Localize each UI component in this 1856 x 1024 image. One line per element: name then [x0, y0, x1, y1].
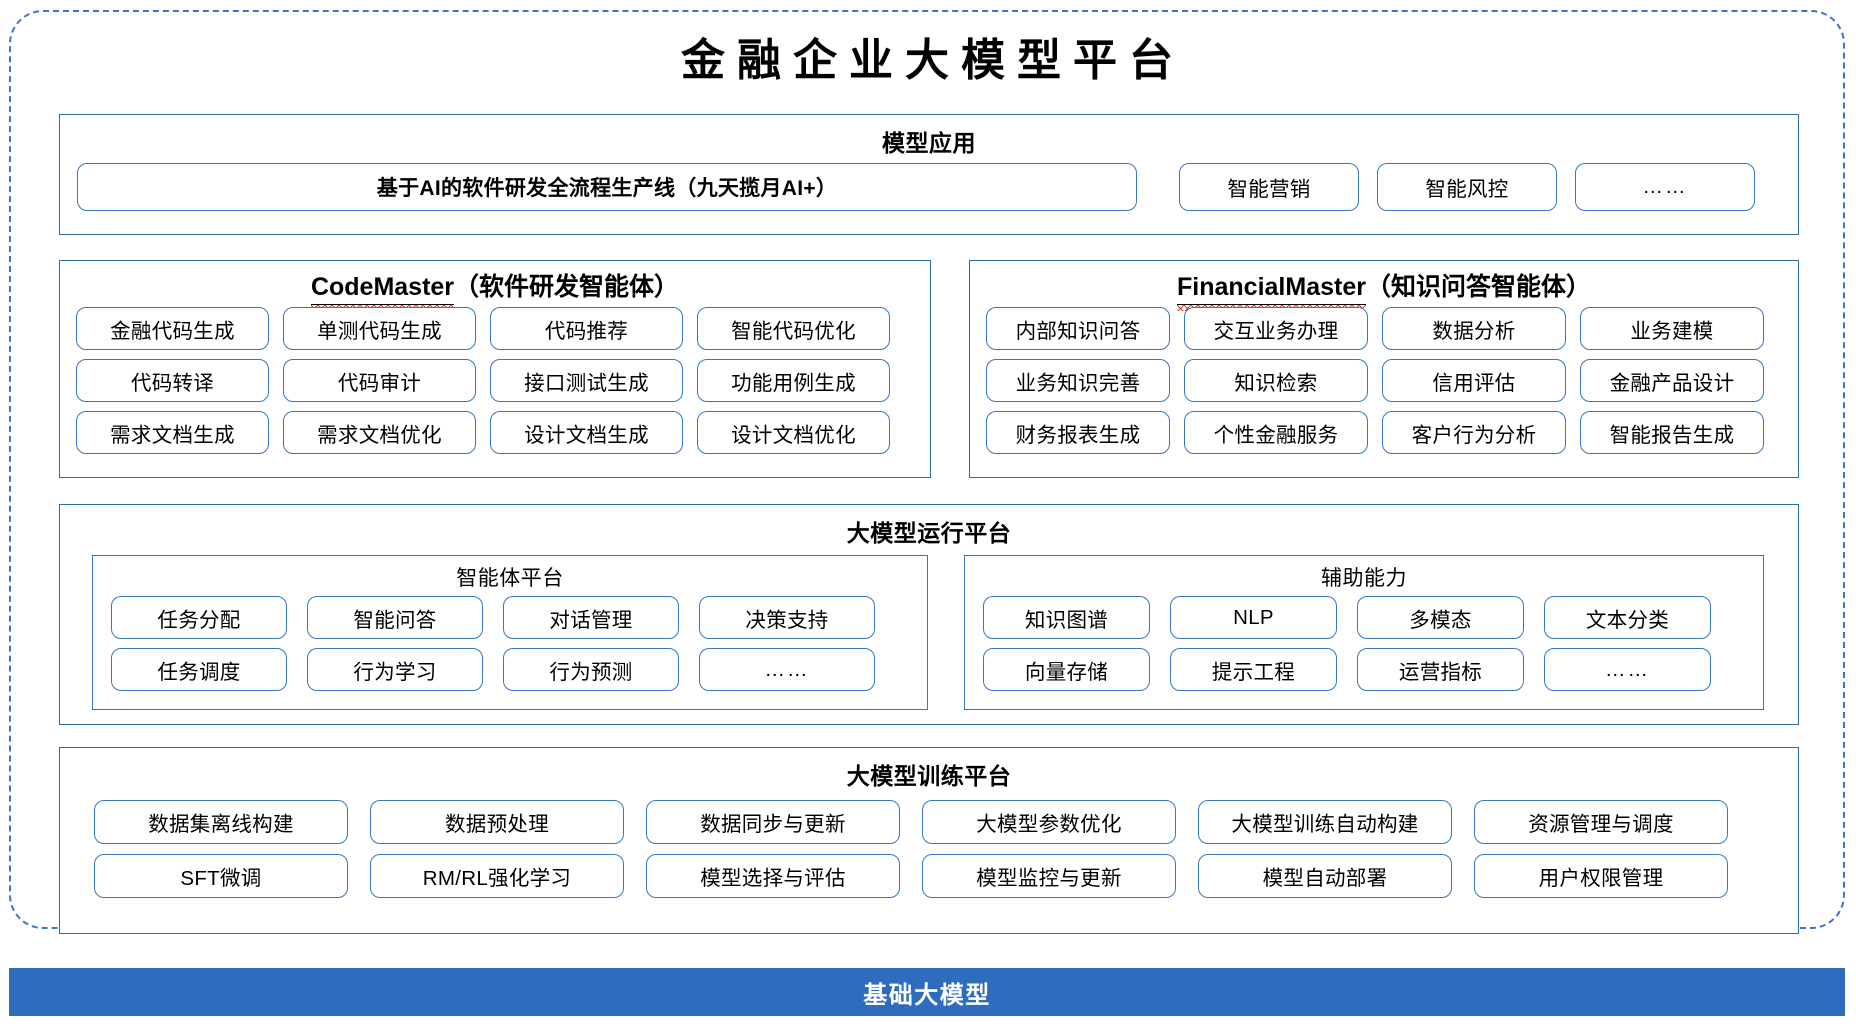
base-model-label: 基础大模型: [863, 981, 991, 1009]
pill-train-1-3[interactable]: 模型监控与更新: [922, 854, 1176, 898]
pill-code-1-3[interactable]: 功能用例生成: [697, 359, 890, 402]
pill-train-0-2[interactable]: 数据同步与更新: [646, 800, 900, 844]
pill-code-0-2[interactable]: 代码推荐: [490, 307, 683, 350]
pill-fin-2-3[interactable]: 智能报告生成: [1580, 411, 1764, 454]
pill-fin-1-2[interactable]: 信用评估: [1382, 359, 1566, 402]
pill-code-2-2[interactable]: 设计文档生成: [490, 411, 683, 454]
app-pill-more[interactable]: ……: [1575, 163, 1755, 211]
code-master-suffix: （软件研发智能体）: [454, 273, 680, 301]
financial-master-grid: 内部知识问答 交互业务办理 数据分析 业务建模 业务知识完善 知识检索 信用评估…: [986, 307, 1782, 454]
pill-code-0-0[interactable]: 金融代码生成: [76, 307, 269, 350]
pill-fin-0-1[interactable]: 交互业务办理: [1184, 307, 1368, 350]
training-row-1: 数据集离线构建 数据预处理 数据同步与更新 大模型参数优化 大模型训练自动构建 …: [94, 800, 1764, 844]
pill-code-2-0[interactable]: 需求文档生成: [76, 411, 269, 454]
section-title-training-platform: 大模型训练平台: [846, 763, 1012, 789]
training-grid: 数据集离线构建 数据预处理 数据同步与更新 大模型参数优化 大模型训练自动构建 …: [94, 800, 1764, 898]
subsection-agent-platform: 智能体平台 任务分配 智能问答 对话管理 决策支持 任务调度 行为学习 行为预测…: [92, 555, 928, 710]
pill-train-0-4[interactable]: 大模型训练自动构建: [1198, 800, 1452, 844]
pill-aux-1-0[interactable]: 向量存储: [983, 648, 1150, 691]
pill-train-0-3[interactable]: 大模型参数优化: [922, 800, 1176, 844]
pill-train-1-1[interactable]: RM/RL强化学习: [370, 854, 624, 898]
auxiliary-row-2: 向量存储 提示工程 运营指标 ……: [983, 648, 1745, 691]
pill-agent-1-0[interactable]: 任务调度: [111, 648, 287, 691]
pill-agent-1-1[interactable]: 行为学习: [307, 648, 483, 691]
diagram-outer-frame: 金融企业大模型平台 模型应用 基于AI的软件研发全流程生产线（九天揽月AI+） …: [9, 10, 1845, 934]
section-model-application: 模型应用 基于AI的软件研发全流程生产线（九天揽月AI+） 智能营销 智能风控 …: [59, 114, 1799, 235]
pill-train-0-1[interactable]: 数据预处理: [370, 800, 624, 844]
pill-agent-0-0[interactable]: 任务分配: [111, 596, 287, 639]
page-title: 金融企业大模型平台: [681, 36, 1185, 85]
pill-code-1-1[interactable]: 代码审计: [283, 359, 476, 402]
agent-platform-grid: 任务分配 智能问答 对话管理 决策支持 任务调度 行为学习 行为预测 ……: [111, 596, 909, 691]
pill-code-1-0[interactable]: 代码转译: [76, 359, 269, 402]
base-model-bar: 基础大模型: [9, 968, 1845, 1016]
pill-aux-0-3[interactable]: 文本分类: [1544, 596, 1711, 639]
pill-code-0-3[interactable]: 智能代码优化: [697, 307, 890, 350]
pill-code-2-1[interactable]: 需求文档优化: [283, 411, 476, 454]
pill-aux-1-3[interactable]: ……: [1544, 648, 1711, 691]
pill-train-1-2[interactable]: 模型选择与评估: [646, 854, 900, 898]
agent-platform-row-1: 任务分配 智能问答 对话管理 决策支持: [111, 596, 909, 639]
subsection-title-agent-platform: 智能体平台: [456, 567, 564, 590]
code-master-heading: CodeMaster（软件研发智能体）: [60, 267, 930, 311]
pill-fin-2-0[interactable]: 财务报表生成: [986, 411, 1170, 454]
subsection-title-auxiliary-capability: 辅助能力: [1321, 567, 1407, 590]
code-master-row-3: 需求文档生成 需求文档优化 设计文档生成 设计文档优化: [76, 411, 914, 454]
section-financial-master: FinancialMaster（知识问答智能体） 内部知识问答 交互业务办理 数…: [969, 260, 1799, 478]
code-master-row-1: 金融代码生成 单测代码生成 代码推荐 智能代码优化: [76, 307, 914, 350]
pill-aux-0-1[interactable]: NLP: [1170, 596, 1337, 639]
pill-agent-0-2[interactable]: 对话管理: [503, 596, 679, 639]
financial-master-name: FinancialMaster: [1177, 273, 1366, 311]
financial-master-row-1: 内部知识问答 交互业务办理 数据分析 业务建模: [986, 307, 1782, 350]
app-pill-main[interactable]: 基于AI的软件研发全流程生产线（九天揽月AI+）: [77, 163, 1137, 211]
financial-master-row-3: 财务报表生成 个性金融服务 客户行为分析 智能报告生成: [986, 411, 1782, 454]
pill-aux-0-0[interactable]: 知识图谱: [983, 596, 1150, 639]
code-master-name: CodeMaster: [310, 273, 455, 311]
section-code-master: CodeMaster（软件研发智能体） 金融代码生成 单测代码生成 代码推荐 智…: [59, 260, 931, 478]
financial-master-row-2: 业务知识完善 知识检索 信用评估 金融产品设计: [986, 359, 1782, 402]
pill-train-0-0[interactable]: 数据集离线构建: [94, 800, 348, 844]
pill-aux-1-2[interactable]: 运营指标: [1357, 648, 1524, 691]
pill-code-2-3[interactable]: 设计文档优化: [697, 411, 890, 454]
app-pill-marketing[interactable]: 智能营销: [1179, 163, 1359, 211]
pill-agent-0-1[interactable]: 智能问答: [307, 596, 483, 639]
code-master-grid: 金融代码生成 单测代码生成 代码推荐 智能代码优化 代码转译 代码审计 接口测试…: [76, 307, 914, 454]
pill-fin-1-0[interactable]: 业务知识完善: [986, 359, 1170, 402]
financial-master-suffix: （知识问答智能体）: [1365, 273, 1591, 301]
section-runtime-platform: 大模型运行平台 智能体平台 任务分配 智能问答 对话管理 决策支持 任务调度 行…: [59, 504, 1799, 725]
code-master-row-2: 代码转译 代码审计 接口测试生成 功能用例生成: [76, 359, 914, 402]
section-training-platform: 大模型训练平台 数据集离线构建 数据预处理 数据同步与更新 大模型参数优化 大模…: [59, 747, 1799, 934]
section-title-model-application: 模型应用: [882, 130, 976, 156]
pill-aux-0-2[interactable]: 多模态: [1357, 596, 1524, 639]
pill-aux-1-1[interactable]: 提示工程: [1170, 648, 1337, 691]
pill-fin-0-3[interactable]: 业务建模: [1580, 307, 1764, 350]
pill-fin-0-0[interactable]: 内部知识问答: [986, 307, 1170, 350]
pill-train-1-4[interactable]: 模型自动部署: [1198, 854, 1452, 898]
pill-fin-0-2[interactable]: 数据分析: [1382, 307, 1566, 350]
pill-agent-0-3[interactable]: 决策支持: [699, 596, 875, 639]
agent-platform-row-2: 任务调度 行为学习 行为预测 ……: [111, 648, 909, 691]
pill-fin-2-1[interactable]: 个性金融服务: [1184, 411, 1368, 454]
pill-code-0-1[interactable]: 单测代码生成: [283, 307, 476, 350]
training-row-2: SFT微调 RM/RL强化学习 模型选择与评估 模型监控与更新 模型自动部署 用…: [94, 854, 1764, 898]
section-title-runtime-platform: 大模型运行平台: [846, 520, 1012, 546]
pill-train-0-5[interactable]: 资源管理与调度: [1474, 800, 1728, 844]
app-pill-risk-control[interactable]: 智能风控: [1377, 163, 1557, 211]
auxiliary-grid: 知识图谱 NLP 多模态 文本分类 向量存储 提示工程 运营指标 ……: [983, 596, 1745, 691]
financial-master-heading: FinancialMaster（知识问答智能体）: [970, 267, 1798, 311]
auxiliary-row-1: 知识图谱 NLP 多模态 文本分类: [983, 596, 1745, 639]
subsection-auxiliary-capability: 辅助能力 知识图谱 NLP 多模态 文本分类 向量存储 提示工程 运营指标 ……: [964, 555, 1764, 710]
pill-train-1-5[interactable]: 用户权限管理: [1474, 854, 1728, 898]
pill-agent-1-3[interactable]: ……: [699, 648, 875, 691]
model-application-items: 基于AI的软件研发全流程生产线（九天揽月AI+） 智能营销 智能风控 ……: [77, 163, 1783, 211]
pill-agent-1-2[interactable]: 行为预测: [503, 648, 679, 691]
pill-fin-1-3[interactable]: 金融产品设计: [1580, 359, 1764, 402]
pill-code-1-2[interactable]: 接口测试生成: [490, 359, 683, 402]
pill-fin-1-1[interactable]: 知识检索: [1184, 359, 1368, 402]
pill-train-1-0[interactable]: SFT微调: [94, 854, 348, 898]
pill-fin-2-2[interactable]: 客户行为分析: [1382, 411, 1566, 454]
